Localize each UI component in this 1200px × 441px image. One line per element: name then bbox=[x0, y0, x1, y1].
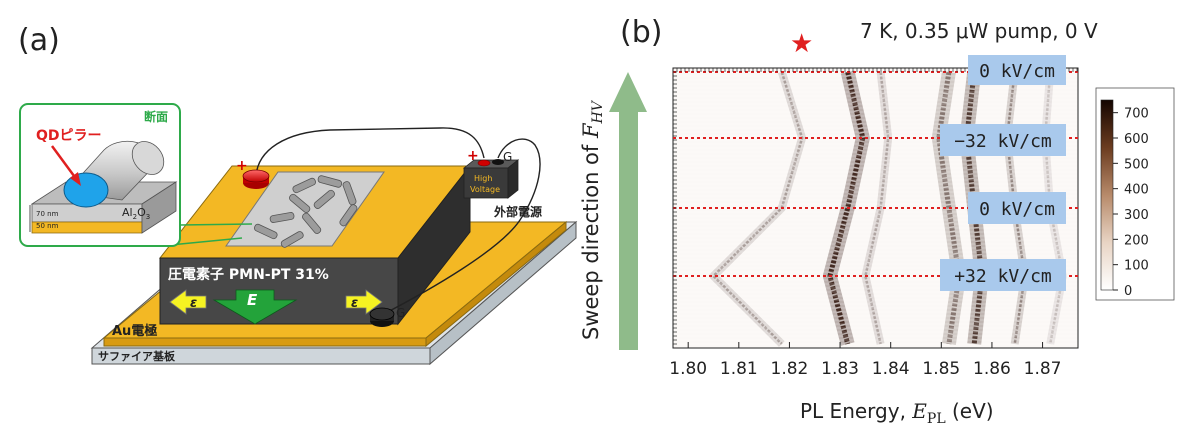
colorbar-tick-label: 200 bbox=[1124, 233, 1149, 248]
spectral-line bbox=[864, 71, 890, 345]
inset-title: 断面 bbox=[144, 109, 168, 124]
field-arrow bbox=[212, 289, 298, 325]
colorbar-tick-label: 700 bbox=[1124, 107, 1149, 122]
inset-slab-side bbox=[141, 181, 177, 234]
thickness-bottom-label: 50 nm bbox=[36, 222, 59, 230]
au-electrode-side bbox=[425, 220, 567, 348]
x-tick-label: 1.81 bbox=[720, 359, 758, 379]
panel-a-label: (a) bbox=[18, 23, 60, 58]
x-tick-label: 1.82 bbox=[771, 359, 809, 379]
piezo-label: 圧電素子 PMN-PT 31% bbox=[168, 266, 329, 283]
x-tick-label: 1.86 bbox=[973, 359, 1011, 379]
conditions-label: 7 K, 0.35 μW pump, 0 V bbox=[860, 19, 1098, 43]
inset-pillar-cap bbox=[131, 141, 165, 175]
wire-plus bbox=[255, 127, 485, 177]
hv-plus-post bbox=[477, 159, 491, 167]
x-tick-label: 1.84 bbox=[872, 359, 910, 379]
strain-arrow-right bbox=[345, 289, 383, 315]
sweep-direction-arrow bbox=[609, 72, 647, 350]
wire-ground bbox=[379, 138, 541, 317]
power-label: 外部電源 bbox=[494, 204, 542, 219]
spectral-line bbox=[936, 71, 962, 345]
plus-sign-electrode: + bbox=[236, 158, 248, 174]
colorbar-tick-label: 100 bbox=[1124, 259, 1149, 274]
strain-arrow-left bbox=[169, 289, 207, 315]
field-label-box bbox=[940, 124, 1066, 156]
au-electrode-front bbox=[103, 337, 427, 347]
callout-line-1 bbox=[179, 223, 253, 226]
plus-terminal-top bbox=[242, 169, 270, 183]
star-marker: ★ bbox=[790, 29, 813, 59]
oxide-label: Al2O3 bbox=[122, 206, 150, 221]
field-label: +32 kV/cm bbox=[954, 266, 1052, 287]
colorbar-tick-label: 600 bbox=[1124, 132, 1149, 147]
ground-label-power: G bbox=[503, 150, 512, 164]
spectral-line bbox=[827, 71, 866, 345]
colorbar-tick-label: 300 bbox=[1124, 208, 1149, 223]
qd-pillars bbox=[254, 175, 358, 248]
panel-b: (b) ★ 7 K, 0.35 μW pump, 0 V Sweep direc… bbox=[579, 15, 1175, 427]
colorbar bbox=[1100, 99, 1114, 291]
colorbar-tick-label: 400 bbox=[1124, 183, 1149, 198]
hv-line1: High bbox=[474, 174, 492, 183]
qd-pillar-label: QDピラー bbox=[36, 128, 102, 144]
field-label: −32 kV/cm bbox=[954, 131, 1052, 152]
field-symbol: E bbox=[247, 291, 258, 309]
piezo-side bbox=[397, 164, 471, 326]
x-tick-label: 1.80 bbox=[669, 359, 707, 379]
x-axis-label: PL Energy, EPL (eV) bbox=[800, 399, 994, 427]
field-label-box bbox=[968, 192, 1066, 224]
ground-label-electrode: G bbox=[396, 306, 405, 320]
qd-pointer-head bbox=[70, 172, 81, 186]
plus-sign-power: + bbox=[467, 148, 479, 164]
field-labels: 0 kV/cm −32 kV/cm 0 kV/cm +32 kV/cm bbox=[940, 55, 1066, 291]
colorbar-tick-label: 0 bbox=[1124, 284, 1132, 299]
field-label-box bbox=[968, 55, 1066, 85]
x-axis-ticks: 1.80 1.81 1.82 1.83 1.84 1.85 1.86 1.87 bbox=[669, 342, 1061, 379]
x-tick-label: 1.85 bbox=[922, 359, 960, 379]
hv-line2: Voltage bbox=[470, 185, 500, 194]
strain-symbol-left: ε bbox=[190, 296, 197, 311]
sapphire-label: サファイア基板 bbox=[98, 349, 176, 363]
qd-pointer-arrow bbox=[50, 145, 79, 181]
panel-b-label: (b) bbox=[620, 15, 662, 50]
x-tick-label: 1.83 bbox=[821, 359, 859, 379]
au-electrode-label: Au電極 bbox=[112, 323, 157, 339]
x-tick-label: 1.87 bbox=[1024, 359, 1062, 379]
thickness-top-label: 70 nm bbox=[36, 210, 59, 218]
field-label: 0 kV/cm bbox=[979, 61, 1055, 82]
strain-symbol-right: ε bbox=[351, 296, 358, 311]
field-label: 0 kV/cm bbox=[979, 199, 1055, 220]
power-box-side bbox=[507, 159, 519, 199]
colorbar-ticks: 700 600 500 400 300 200 100 0 bbox=[1113, 107, 1149, 299]
sapphire-substrate-side bbox=[429, 220, 577, 366]
colorbar-tick-label: 500 bbox=[1124, 157, 1149, 172]
panel-a: (a) Au電極 サファイア基板 圧電素子 PMN-PT 31% bbox=[18, 23, 578, 366]
y-axis-label: Sweep direction of FHV bbox=[579, 99, 606, 340]
hv-ground-post bbox=[492, 159, 504, 165]
ground-terminal-top bbox=[369, 307, 395, 321]
field-label-box bbox=[940, 259, 1066, 291]
